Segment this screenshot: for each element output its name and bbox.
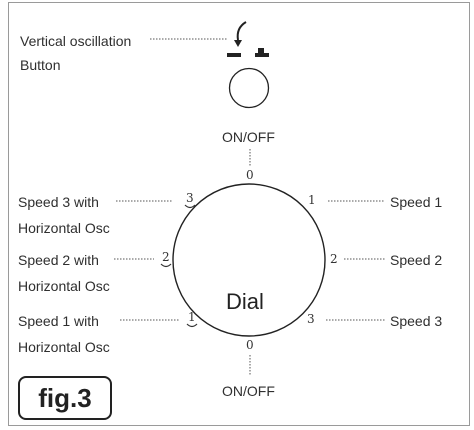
vertical-osc-label-line2: Button [20, 57, 61, 73]
speed-3-osc-label-line1: Speed 3 with [18, 194, 99, 210]
dial-position-3-right: 3 [307, 312, 315, 326]
dial-position-3-left: 3 [186, 191, 194, 205]
dial[interactable] [172, 183, 326, 337]
speed-1-osc-label-line1: Speed 1 with [18, 313, 99, 329]
speed-2-label: Speed 2 [390, 252, 443, 268]
dial-position-1-left: 1 [188, 310, 196, 324]
oscillation-icon [184, 204, 196, 209]
speed-3-label: Speed 3 [390, 313, 443, 329]
speed-1-osc-label-line2: Horizontal Osc [18, 339, 110, 355]
curved-arrow-icon [234, 21, 247, 47]
speed-2-osc-label-line2: Horizontal Osc [18, 278, 110, 294]
on-off-top-label: ON/OFF [222, 129, 275, 145]
dial-position-0-top: 0 [246, 168, 254, 182]
oscillation-icon [160, 263, 172, 268]
diagram-frame [8, 2, 470, 426]
oscillation-icon [186, 323, 198, 328]
dial-label: Dial [226, 289, 264, 314]
speed-1-label: Speed 1 [390, 194, 443, 210]
vertical-osc-button[interactable] [228, 67, 270, 109]
speed-3-osc-label-line2: Horizontal Osc [18, 220, 110, 236]
toggle-switch-icon [227, 48, 269, 57]
dial-position-2-right: 2 [330, 252, 338, 266]
vertical-osc-label-line1: Vertical oscillation [20, 33, 132, 49]
figure-label: fig.3 [18, 376, 112, 420]
dial-position-0-bottom: 0 [246, 338, 254, 352]
dial-position-1-right: 1 [308, 193, 316, 207]
speed-2-osc-label-line1: Speed 2 with [18, 252, 99, 268]
dial-position-2-left: 2 [162, 250, 170, 264]
on-off-bottom-label: ON/OFF [222, 383, 275, 399]
